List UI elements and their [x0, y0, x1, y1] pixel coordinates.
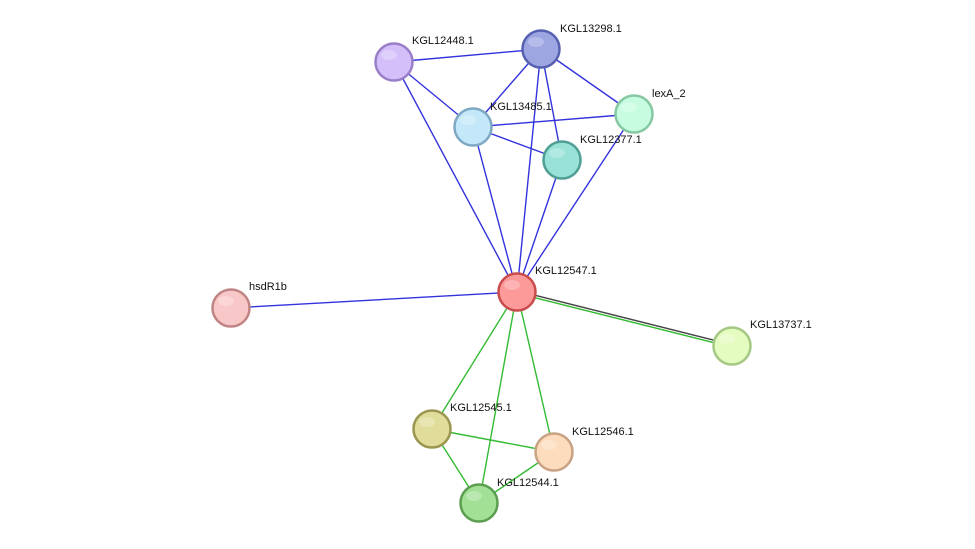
- node-kgl12547-1[interactable]: KGL12547.1: [497, 265, 597, 312]
- node-highlight: [549, 148, 565, 158]
- node-highlight: [528, 37, 544, 47]
- edge-kgl12448-1-kgl13298-1: [393, 48, 542, 63]
- edge-kgl12547-1-kgl12545-1: [431, 291, 518, 430]
- edge-kgl12377-1-kgl12547-1: [516, 159, 563, 293]
- node-circle[interactable]: [374, 42, 414, 82]
- node-kgl12544-1[interactable]: KGL12544.1: [459, 477, 559, 523]
- nodes-layer: KGL12547.1 KGL12448.1 KGL13298.1KGL13485.1…: [211, 23, 812, 523]
- node-label: KGL13298.1: [560, 23, 622, 35]
- node-label: KGL13485.1: [490, 101, 552, 113]
- edge-kgl13485-1-kgl12547-1: [472, 126, 518, 293]
- edge-kgl12547-1-kgl13737-1-2: [516, 292, 732, 348]
- node-highlight: [218, 296, 234, 306]
- node-circle[interactable]: [542, 140, 582, 180]
- node-circle[interactable]: [534, 432, 574, 472]
- node-label: KGL12545.1: [450, 402, 512, 414]
- edge-kgl12545-1-kgl12546-1: [431, 428, 555, 453]
- node-label: KGL12546.1: [572, 426, 634, 438]
- edge-kgl13298-1-kgl12547-1: [516, 48, 542, 293]
- node-kgl12546-1[interactable]: KGL12546.1: [534, 426, 634, 472]
- node-kgl13298-1[interactable]: KGL13298.1: [521, 23, 622, 69]
- node-highlight: [719, 334, 735, 344]
- edge-hsdr1b-kgl12547-1: [230, 291, 518, 309]
- node-lexa-2[interactable]: lexA_2: [614, 88, 686, 134]
- node-label: KGL12448.1: [412, 35, 474, 47]
- node-kgl13485-1[interactable]: KGL13485.1: [453, 101, 552, 147]
- node-label: KGL13737.1: [750, 319, 812, 331]
- node-circle[interactable]: [211, 288, 251, 328]
- node-kgl12545-1[interactable]: KGL12545.1: [412, 402, 512, 449]
- node-circle[interactable]: [412, 409, 452, 449]
- node-kgl12448-1[interactable]: KGL12448.1: [374, 35, 474, 82]
- edge-lexa-2-kgl12547-1: [516, 113, 635, 293]
- node-highlight: [466, 491, 482, 501]
- node-label: hsdR1b: [249, 281, 287, 293]
- node-label: lexA_2: [652, 88, 686, 100]
- node-hsdr1b[interactable]: hsdR1b: [211, 281, 287, 328]
- edge-kgl12547-1-kgl12546-1: [516, 291, 555, 453]
- node-kgl13737-1[interactable]: KGL13737.1: [712, 319, 812, 366]
- node-label: KGL12547.1: [535, 265, 597, 277]
- edge-kgl12547-1-kgl13737-1-1: [517, 290, 733, 346]
- edge-kgl12448-1-kgl12547-1: [393, 61, 518, 293]
- node-highlight: [541, 440, 557, 450]
- node-circle[interactable]: [712, 326, 752, 366]
- node-label: KGL12544.1: [497, 477, 559, 489]
- node-kgl12377-1[interactable]: KGL12377.1: [542, 134, 642, 180]
- edge-kgl12547-1-kgl12544-1: [478, 291, 518, 504]
- node-circle[interactable]: [497, 272, 537, 312]
- node-circle[interactable]: [521, 29, 561, 69]
- node-highlight: [504, 280, 520, 290]
- node-label: KGL12377.1: [580, 134, 642, 146]
- edge-kgl13485-1-lexa-2: [472, 113, 635, 128]
- node-circle[interactable]: [614, 94, 654, 134]
- node-highlight: [381, 50, 397, 60]
- node-highlight: [419, 417, 435, 427]
- node-highlight: [460, 115, 476, 125]
- node-circle[interactable]: [459, 483, 499, 523]
- node-circle[interactable]: [453, 107, 493, 147]
- node-highlight: [621, 102, 637, 112]
